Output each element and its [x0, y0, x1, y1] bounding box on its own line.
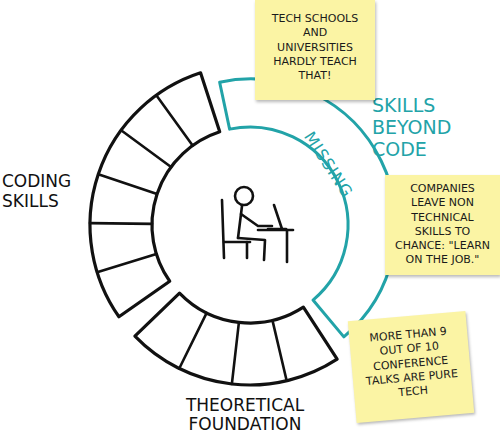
- segment-divider: [97, 254, 156, 272]
- segment-divider: [232, 322, 239, 384]
- sticky-note: MORE THAN 9 OUT OF 10 CONFERENCE TALKS A…: [348, 311, 474, 423]
- ring-segment: [90, 73, 220, 317]
- segment-divider: [98, 174, 157, 194]
- person-arm: [241, 214, 272, 226]
- laptop-base: [268, 228, 286, 231]
- node-label: MISSING: [300, 129, 356, 202]
- coding-skills-segment: CODING SKILLS: [0, 55, 250, 345]
- sticky-note: TECH SCHOOLS AND UNIVERSITIES HARDLY TEA…: [255, 0, 375, 100]
- ring-segment: [220, 79, 396, 337]
- person-head: [235, 187, 253, 205]
- segment-divider: [272, 320, 286, 380]
- node-label: SKILLS BEYOND CODE: [372, 95, 472, 161]
- node-label: CODING SKILLS: [2, 172, 87, 211]
- node-label: THEORETICAL FOUNDATION: [145, 396, 345, 433]
- node-label: MORE THAN 9 OUT OF 10 CONFERENCE TALKS A…: [359, 324, 463, 404]
- node-label: TECH SCHOOLS AND UNIVERSITIES HARDLY TEA…: [266, 12, 364, 83]
- person-torso: [238, 206, 242, 238]
- ring-segment: [135, 293, 337, 385]
- segment-divider: [156, 95, 192, 145]
- chair-leg: [246, 242, 249, 258]
- laptop-screen: [274, 205, 282, 229]
- segment-divider: [179, 313, 206, 369]
- sticky-note: COMPANIES LEAVE NON TECHNICAL SKILLS TO …: [385, 175, 500, 275]
- node-label: COMPANIES LEAVE NON TECHNICAL SKILLS TO …: [392, 182, 493, 268]
- segment-divider: [121, 130, 171, 167]
- chair-back: [222, 200, 224, 258]
- segment-divider: [90, 222, 152, 225]
- desk-leg: [286, 230, 289, 262]
- theoretical-foundation-segment: THEORETICAL FOUNDATION: [80, 290, 380, 436]
